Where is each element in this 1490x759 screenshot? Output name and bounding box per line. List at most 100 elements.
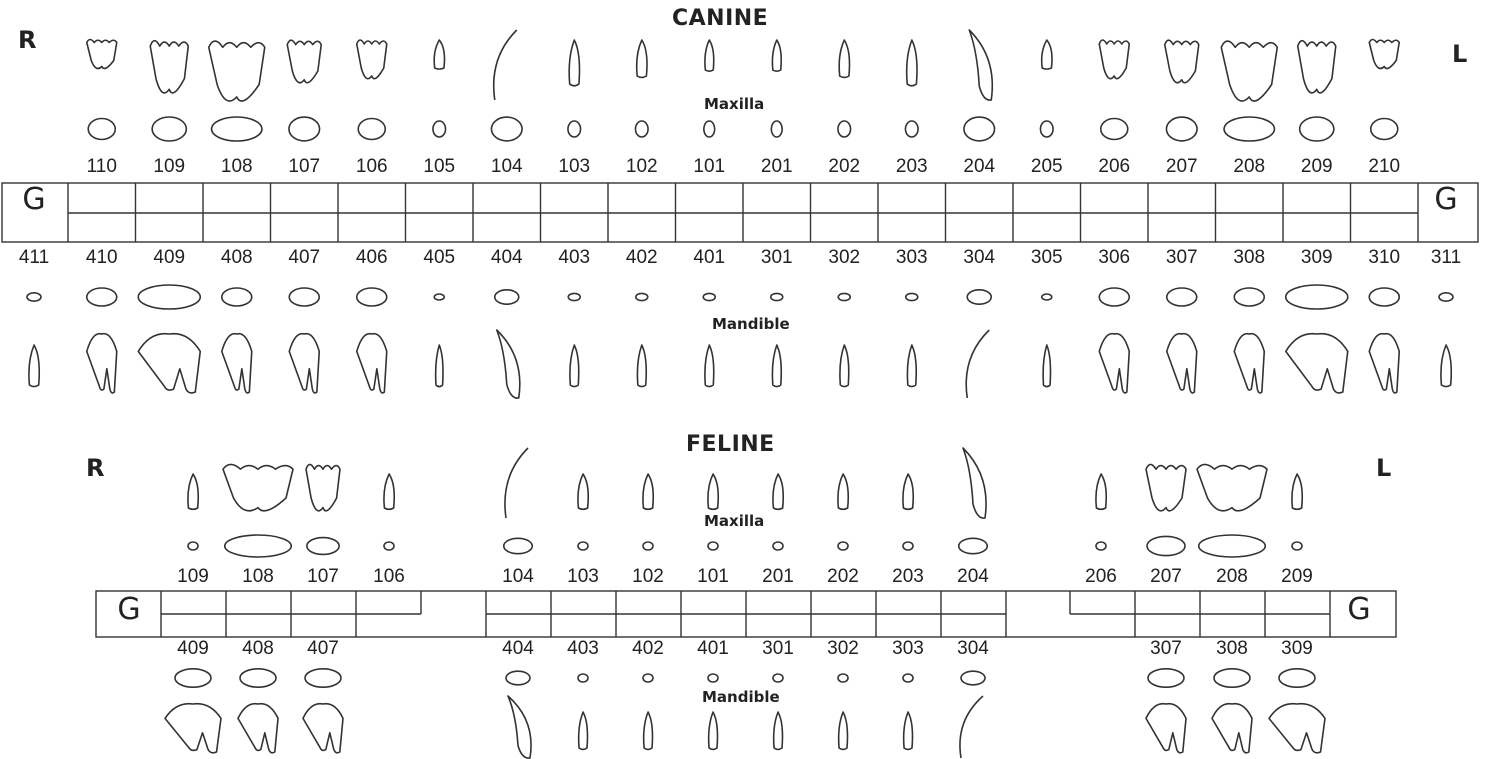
canine-maxilla-occlusal <box>1099 117 1129 141</box>
canine-maxilla-tooth <box>1040 39 1053 70</box>
canine-maxilla-tooth <box>492 29 518 101</box>
canine-mandible-tooth <box>636 344 648 388</box>
canine-maxilla-occlusal <box>1165 116 1198 142</box>
canine-mandible-tooth <box>1233 332 1266 394</box>
feline-mandible-tooth <box>1268 702 1326 754</box>
canine-mandible-tooth <box>771 344 783 388</box>
canine-lower-tooth-number: 404 <box>490 247 523 268</box>
feline-maxilla-occlusal <box>1146 535 1186 557</box>
feline-title: FELINE <box>686 432 775 457</box>
canine-mandible-tooth <box>1042 344 1052 388</box>
feline-mandible-occlusal <box>1278 667 1316 688</box>
canine-mandible-tooth <box>434 344 444 388</box>
canine-lower-tooth-number: 311 <box>1430 247 1462 268</box>
canine-maxilla-occlusal <box>634 120 649 138</box>
feline-maxilla-occlusal <box>837 541 849 551</box>
canine-maxilla-occlusal <box>357 117 387 141</box>
canine-mandible-occlusal <box>288 287 321 307</box>
canine-mandible-occlusal <box>966 288 993 305</box>
canine-lower-tooth-number: 306 <box>1098 247 1131 268</box>
canine-maxilla-tooth <box>771 39 783 72</box>
canine-right-label: R <box>18 26 37 54</box>
feline-mandible-tooth <box>772 711 784 751</box>
canine-upper-tooth-number: 205 <box>1030 156 1063 177</box>
feline-maxilla-occlusal <box>707 541 719 551</box>
canine-maxilla-occlusal <box>288 116 321 142</box>
canine-maxilla-tooth <box>207 40 266 102</box>
canine-maxilla-tooth <box>433 39 446 70</box>
feline-maxilla-tooth <box>837 473 850 511</box>
canine-mandible-occlusal <box>26 291 42 302</box>
canine-upper-tooth-number: 110 <box>86 156 117 177</box>
canine-maxilla-tooth <box>1098 39 1131 80</box>
canine-lower-tooth-number: 302 <box>828 247 861 268</box>
canine-lower-tooth-number: 401 <box>693 247 726 268</box>
feline-mandible-occlusal <box>174 667 212 688</box>
feline-lower-tooth-number: 302 <box>827 638 859 659</box>
feline-upper-tooth-number: 209 <box>1281 566 1313 587</box>
canine-mandible-occlusal <box>85 287 118 307</box>
canine-lower-tooth-number: 402 <box>625 247 658 268</box>
canine-mandible-tooth <box>355 332 388 394</box>
feline-mandible-occlusal <box>1213 667 1251 688</box>
feline-maxilla-occlusal <box>577 541 589 551</box>
canine-upper-tooth-number: 207 <box>1165 156 1198 177</box>
canine-upper-tooth-number: 106 <box>355 156 388 177</box>
canine-mandible-tooth <box>965 329 990 399</box>
feline-upper-tooth-number: 108 <box>242 566 274 587</box>
canine-mandible-tooth <box>704 344 715 388</box>
canine-maxilla-occlusal <box>1298 116 1335 142</box>
feline-maxilla-occlusal <box>1291 541 1303 551</box>
feline-mandible-tooth <box>959 695 984 759</box>
canine-maxilla-occlusal <box>1369 117 1399 141</box>
feline-lower-tooth-number: 308 <box>1216 638 1248 659</box>
feline-mandible-tooth <box>642 711 654 751</box>
canine-upper-tooth-number: 104 <box>490 156 523 177</box>
feline-maxilla-tooth <box>305 463 341 512</box>
canine-lower-tooth-number: 410 <box>85 247 118 268</box>
feline-mandible-occlusal <box>902 673 914 683</box>
feline-lower-tooth-number: 409 <box>177 638 209 659</box>
feline-upper-tooth-number: 204 <box>957 566 989 587</box>
feline-maxilla-occlusal <box>902 541 914 551</box>
canine-mandible-tooth <box>1368 332 1401 394</box>
canine-lower-tooth-number: 405 <box>423 247 456 268</box>
feline-lower-tooth-number: 402 <box>632 638 664 659</box>
canine-mandible-occlusal <box>634 292 649 302</box>
feline-mandible-tooth <box>507 695 532 759</box>
feline-right-label: R <box>86 454 105 482</box>
canine-upper-tooth-number: 109 <box>153 156 186 177</box>
canine-upper-tooth-number: 202 <box>828 156 861 177</box>
feline-maxilla-tooth <box>504 447 529 519</box>
feline-mandible-tooth <box>302 702 344 754</box>
canine-maxilla-occlusal <box>567 120 582 138</box>
feline-mandible-tooth <box>1145 702 1187 754</box>
canine-mandible-tooth <box>495 329 521 399</box>
canine-mandible-occlusal <box>567 292 582 302</box>
feline-mandible-occlusal <box>707 673 719 683</box>
feline-lower-tooth-number: 404 <box>502 638 534 659</box>
canine-upper-tooth-number: 108 <box>220 156 253 177</box>
canine-upper-tooth-number: 201 <box>760 156 793 177</box>
feline-upper-tooth-number: 202 <box>827 566 859 587</box>
feline-mandible-occlusal <box>577 673 589 683</box>
feline-lower-tooth-number: 301 <box>762 638 794 659</box>
canine-mandible-tooth <box>288 332 321 394</box>
canine-grid-label-right: G <box>1434 182 1458 217</box>
feline-mandible-occlusal <box>505 670 531 686</box>
canine-lower-tooth-number: 305 <box>1030 247 1063 268</box>
canine-upper-tooth-number: 203 <box>895 156 928 177</box>
canine-mandible-occlusal <box>220 287 253 307</box>
canine-maxilla-tooth <box>635 39 648 79</box>
canine-upper-tooth-number: 208 <box>1233 156 1266 177</box>
canine-lower-tooth-number: 307 <box>1165 247 1198 268</box>
canine-maxilla-occlusal <box>151 116 188 142</box>
feline-maxilla-occlusal <box>383 541 395 551</box>
canine-maxilla-tooth <box>905 39 918 87</box>
canine-mandible-occlusal <box>1284 284 1349 310</box>
feline-maxilla-label: Maxilla <box>704 512 765 530</box>
feline-mandible-tooth <box>1211 702 1253 754</box>
canine-lower-tooth-number: 310 <box>1368 247 1401 268</box>
feline-maxilla-occlusal <box>502 537 534 555</box>
canine-mandible-tooth <box>137 332 202 394</box>
